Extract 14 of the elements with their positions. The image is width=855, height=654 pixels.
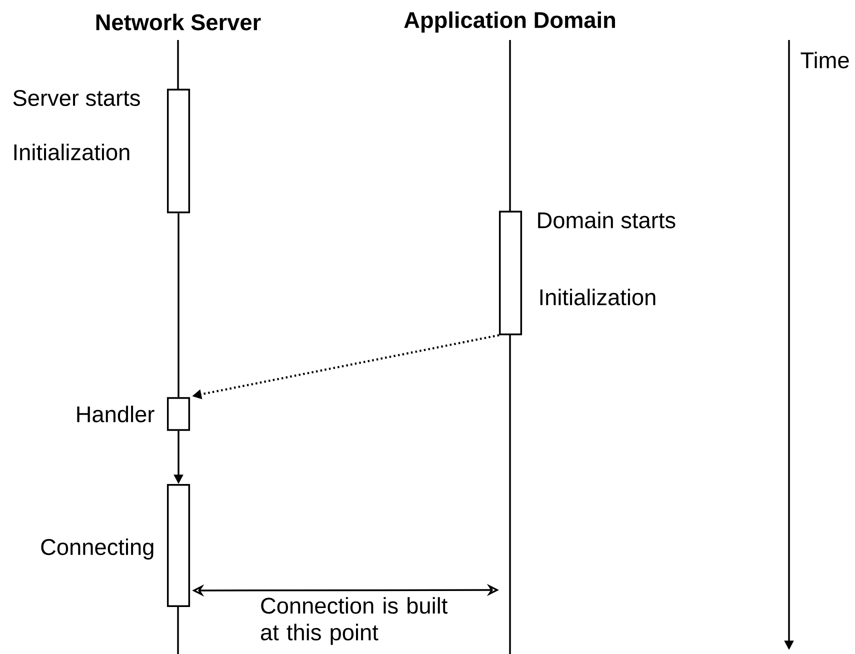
step-label: Connecting xyxy=(41,538,154,560)
activation-box xyxy=(166,397,190,431)
step-label: Initialization xyxy=(540,288,656,306)
activation-box xyxy=(166,484,190,608)
axis-label: Time xyxy=(800,52,849,68)
edge-label: Connection is built at this point xyxy=(260,597,460,645)
lifeline-title: Application Domain xyxy=(404,11,615,33)
step-label: Handler xyxy=(77,406,154,422)
step-label: Initialization xyxy=(14,144,130,160)
lifeline-title: Network Server xyxy=(96,14,261,30)
step-label: Server starts xyxy=(13,90,140,106)
activation-box xyxy=(166,88,190,214)
activation-box xyxy=(498,210,522,336)
step-label: Domain starts xyxy=(538,212,676,228)
